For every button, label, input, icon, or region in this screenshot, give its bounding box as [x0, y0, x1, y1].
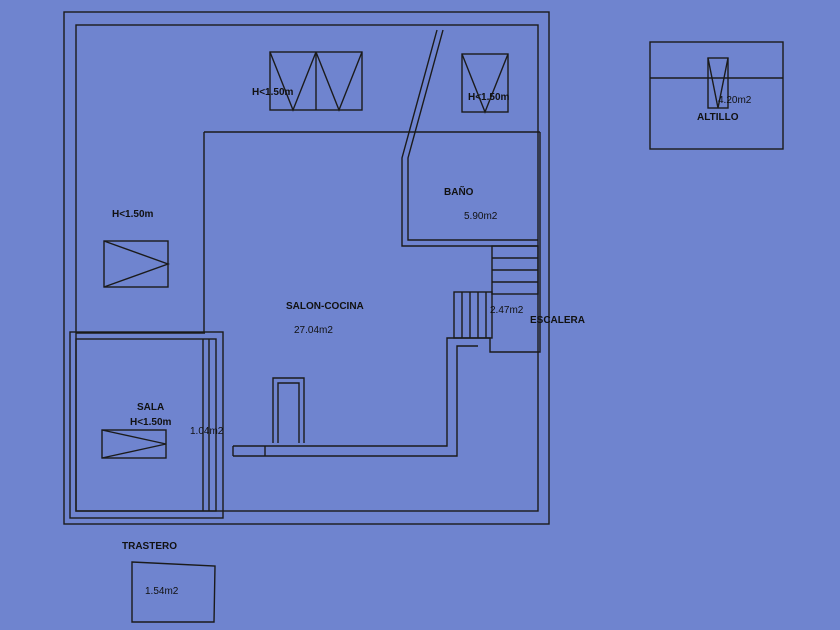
skylight-top-right — [461, 53, 509, 114]
skylight-sala — [101, 429, 167, 459]
sala-wall-outer — [69, 331, 224, 519]
trastero-label: TRASTERO — [122, 541, 177, 552]
trastero-wall — [131, 561, 216, 623]
bano-wall-slanted-inner — [407, 29, 538, 241]
altillo-label: ALTILLO — [697, 112, 739, 123]
bano-wall-slanted — [401, 29, 538, 247]
altillo-area: 4.20m2 — [718, 95, 752, 106]
skylight-left — [103, 240, 171, 288]
skylight-top-left — [269, 51, 363, 112]
salon-door-inner — [277, 382, 300, 443]
salon-cocina-area: 27.04m2 — [294, 325, 333, 336]
escalera-label: ESCALERA — [530, 315, 586, 326]
sala-label: SALA — [137, 402, 165, 413]
salon-cocina-label: SALON-COCINA — [286, 301, 364, 312]
bano-label: BAÑO — [444, 187, 474, 198]
sala-wall-inner — [75, 338, 217, 512]
sala-area: 1.04m2 — [190, 426, 224, 437]
escalera-area: 2.47m2 — [490, 305, 524, 316]
bano-area: 5.90m2 — [464, 211, 498, 222]
altillo-wall — [649, 41, 784, 150]
salon-wall-bottom-inner — [233, 345, 478, 457]
skylight-altillo — [707, 57, 729, 109]
salon-door — [272, 377, 305, 443]
salon-wall-bottom — [233, 132, 541, 447]
sala-height-note: H<1.50m — [130, 417, 172, 428]
trastero-area: 1.54m2 — [145, 586, 179, 597]
left-zone-note: H<1.50m — [112, 209, 154, 220]
skylight-top-right-note: H<1.50m — [468, 92, 510, 103]
outer-wall-outer — [63, 11, 550, 525]
stairs-left — [453, 291, 493, 339]
skylight-top-left-note: H<1.50m — [252, 87, 294, 98]
